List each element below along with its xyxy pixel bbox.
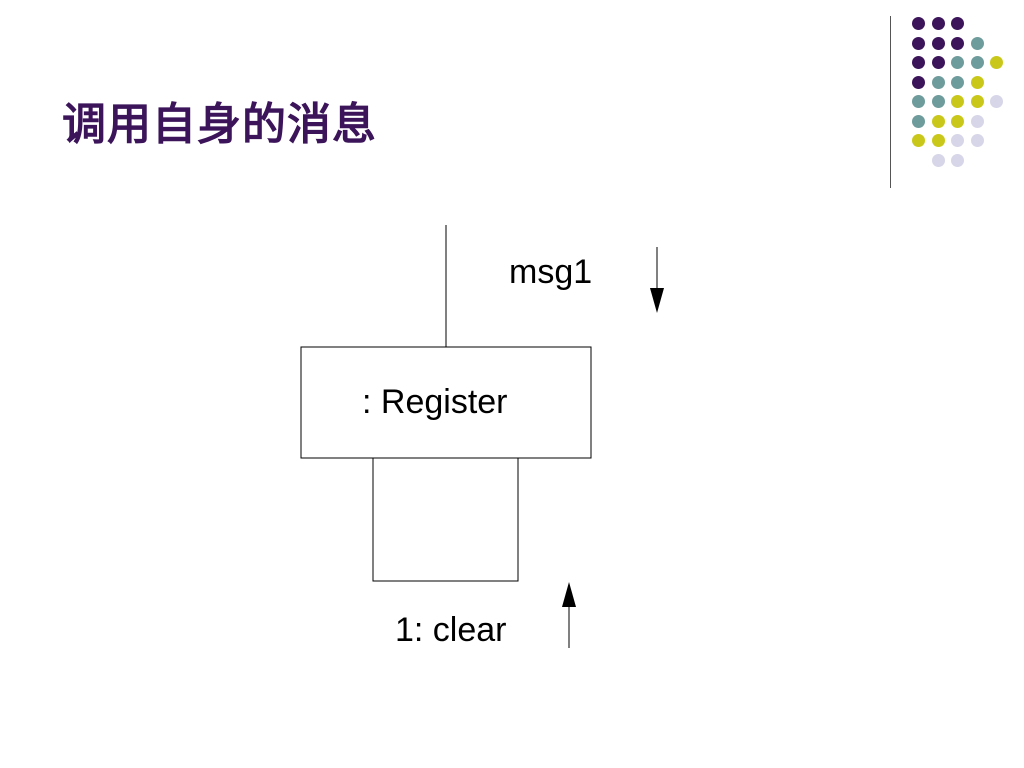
decorative-dot xyxy=(931,95,945,108)
decorative-dot xyxy=(912,36,925,50)
decorative-dot xyxy=(931,153,945,167)
decorative-dot xyxy=(970,95,984,108)
decorative-dot xyxy=(931,134,945,147)
clear-arrow-up xyxy=(562,582,576,648)
slide-title: 调用自身的消息 xyxy=(62,99,377,150)
decorative-dot xyxy=(970,114,984,128)
object-label: : Register xyxy=(362,383,508,421)
decorative-dot xyxy=(931,17,945,30)
decorative-dot xyxy=(951,36,964,50)
decorative-dot xyxy=(951,114,964,128)
decorative-dot xyxy=(912,114,925,128)
decorative-dot xyxy=(931,36,945,50)
decorative-dot xyxy=(912,17,925,30)
decorative-dot xyxy=(970,56,984,69)
decorative-dot xyxy=(912,56,925,69)
decorative-dot xyxy=(951,95,964,108)
register-object-box xyxy=(300,346,592,459)
incoming-message-label: msg1 xyxy=(509,253,593,291)
decorative-dot xyxy=(951,75,964,89)
decorative-dot xyxy=(970,75,984,89)
msg1-arrow-down xyxy=(650,247,664,313)
decorative-dot xyxy=(951,17,964,30)
decorative-dot xyxy=(970,134,984,147)
decorative-dot xyxy=(951,56,964,69)
decorative-dot xyxy=(912,95,925,108)
decorative-dot xyxy=(990,56,1003,69)
decorative-dot xyxy=(951,134,964,147)
decorative-dot xyxy=(912,134,925,147)
decorative-dot xyxy=(912,75,925,89)
decorative-dot xyxy=(931,114,945,128)
decorative-divider xyxy=(890,16,891,188)
decorative-dot xyxy=(931,75,945,89)
decorative-dot xyxy=(951,153,964,167)
decorative-dot xyxy=(970,36,984,50)
decorative-dot xyxy=(990,95,1003,108)
decorative-dot xyxy=(931,56,945,69)
self-message-label: 1: clear xyxy=(395,611,507,649)
self-call-loop xyxy=(372,458,519,582)
